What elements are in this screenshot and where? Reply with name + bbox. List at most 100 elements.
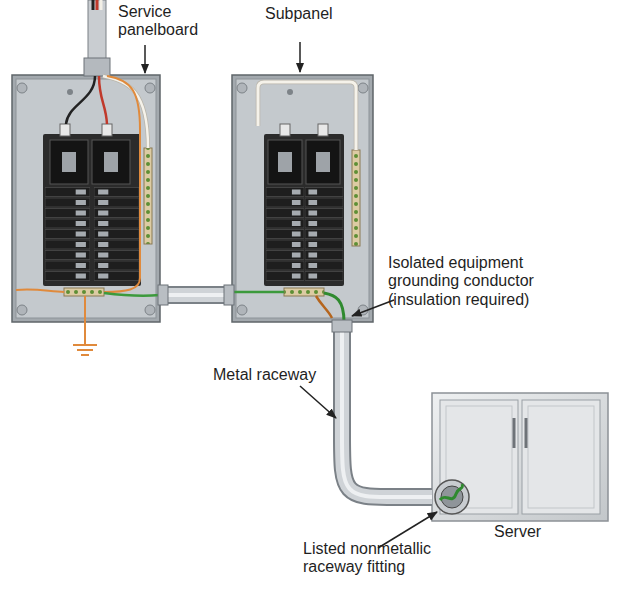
conduit-outline xyxy=(342,322,432,497)
conduit-outline xyxy=(160,286,232,304)
circuit-breaker xyxy=(305,230,343,239)
keyhole xyxy=(67,89,73,95)
panel-enclosure xyxy=(232,75,373,322)
door-panel xyxy=(446,406,512,508)
circuit-breaker xyxy=(45,219,90,228)
ground-bar xyxy=(284,288,324,296)
ground-bar xyxy=(64,288,104,296)
locknut xyxy=(224,285,234,305)
neutral-conductor-outline xyxy=(258,82,356,150)
neutral-conductor xyxy=(103,76,148,148)
circuit-breaker xyxy=(266,240,304,249)
circuit-breaker xyxy=(266,198,304,207)
knockout xyxy=(145,305,155,315)
leader-line xyxy=(378,512,437,548)
keyhole xyxy=(287,89,293,95)
conduit-fitting xyxy=(84,58,110,76)
neutral-bar xyxy=(144,148,152,244)
circuit-breaker xyxy=(94,261,139,270)
main-breaker-handle xyxy=(316,152,330,172)
circuit-breaker xyxy=(45,251,90,260)
knockout xyxy=(358,305,368,315)
equipment-grounding-conductor xyxy=(104,293,160,296)
neutral-bar xyxy=(352,150,360,246)
circuit-breaker xyxy=(94,219,139,228)
knockout xyxy=(17,83,27,93)
conduit-highlight xyxy=(342,322,432,497)
circuit-breaker xyxy=(305,272,343,281)
leader-line xyxy=(144,45,146,73)
ground-symbol xyxy=(81,354,89,356)
circuit-breaker xyxy=(94,230,139,239)
server-cabinet-body xyxy=(432,393,608,521)
raceway-connector xyxy=(342,322,432,497)
circuit-breaker xyxy=(45,209,90,218)
door-handle xyxy=(525,418,528,448)
line-conductor xyxy=(66,76,95,124)
knockout xyxy=(145,83,155,93)
line-conductor xyxy=(99,76,107,124)
cabinet-door xyxy=(522,400,600,514)
circuit-breaker xyxy=(305,188,343,197)
nonmetallic-fitting xyxy=(435,480,469,514)
bonding-conductor xyxy=(104,76,140,292)
circuit-breaker xyxy=(305,209,343,218)
circuit-breaker xyxy=(266,230,304,239)
service-wire xyxy=(96,0,99,10)
raceway-connector xyxy=(332,320,352,332)
circuit-breaker xyxy=(94,198,139,207)
equipment-grounding-conductor xyxy=(232,291,284,294)
service-wire xyxy=(92,0,95,10)
main-breaker-handle xyxy=(62,152,76,172)
circuit-breaker xyxy=(45,198,90,207)
bonding-jumper xyxy=(316,296,332,318)
panel-back xyxy=(16,79,156,318)
circuit-breaker xyxy=(305,240,343,249)
circuit-breaker xyxy=(305,198,343,207)
locknut xyxy=(158,285,168,305)
circuit-breaker xyxy=(266,251,304,260)
main-breaker xyxy=(306,140,340,184)
cabinet-door xyxy=(440,400,518,514)
node-label: Service panelboard xyxy=(118,3,210,40)
main-breaker-handle xyxy=(104,152,118,172)
callout-label: Listed nonmetallic raceway fitting xyxy=(303,540,449,577)
panel-back xyxy=(236,79,369,318)
circuit-breaker xyxy=(266,272,304,281)
conduit-body xyxy=(160,288,232,302)
circuit-breaker xyxy=(45,230,90,239)
conduit-highlight xyxy=(160,293,232,297)
node-label: Subpanel xyxy=(265,5,355,23)
leader-line xyxy=(352,300,394,316)
callout-label: Isolated equipment grounding conductor (… xyxy=(388,254,560,309)
ground-symbol xyxy=(73,344,97,346)
knockout xyxy=(17,305,27,315)
knockout xyxy=(358,83,368,93)
circuit-breaker xyxy=(45,188,90,197)
isolated-grounding-conductor xyxy=(324,293,344,322)
door-handle xyxy=(513,418,516,448)
knockout xyxy=(237,305,247,315)
circuit-breaker xyxy=(266,188,304,197)
circuit-breaker xyxy=(266,209,304,218)
knockout xyxy=(237,83,247,93)
subpanel: Subpanel xyxy=(232,75,373,322)
main-terminal xyxy=(318,124,328,136)
circuit-breaker xyxy=(305,219,343,228)
callout-label: Metal raceway xyxy=(213,366,343,384)
circuit-breaker xyxy=(305,261,343,270)
ground-symbol xyxy=(77,349,93,351)
main-breaker-handle xyxy=(278,152,292,172)
circuit-breaker xyxy=(45,272,90,281)
circuit-breaker xyxy=(94,188,139,197)
circuit-breaker xyxy=(94,251,139,260)
service-conduit xyxy=(88,0,106,62)
grounding-electrode-conductor xyxy=(16,289,64,292)
circuit-breaker xyxy=(305,251,343,260)
circuit-breaker xyxy=(94,209,139,218)
service-wire xyxy=(100,0,103,10)
panel-enclosure xyxy=(12,75,160,322)
main-breaker xyxy=(268,140,302,184)
